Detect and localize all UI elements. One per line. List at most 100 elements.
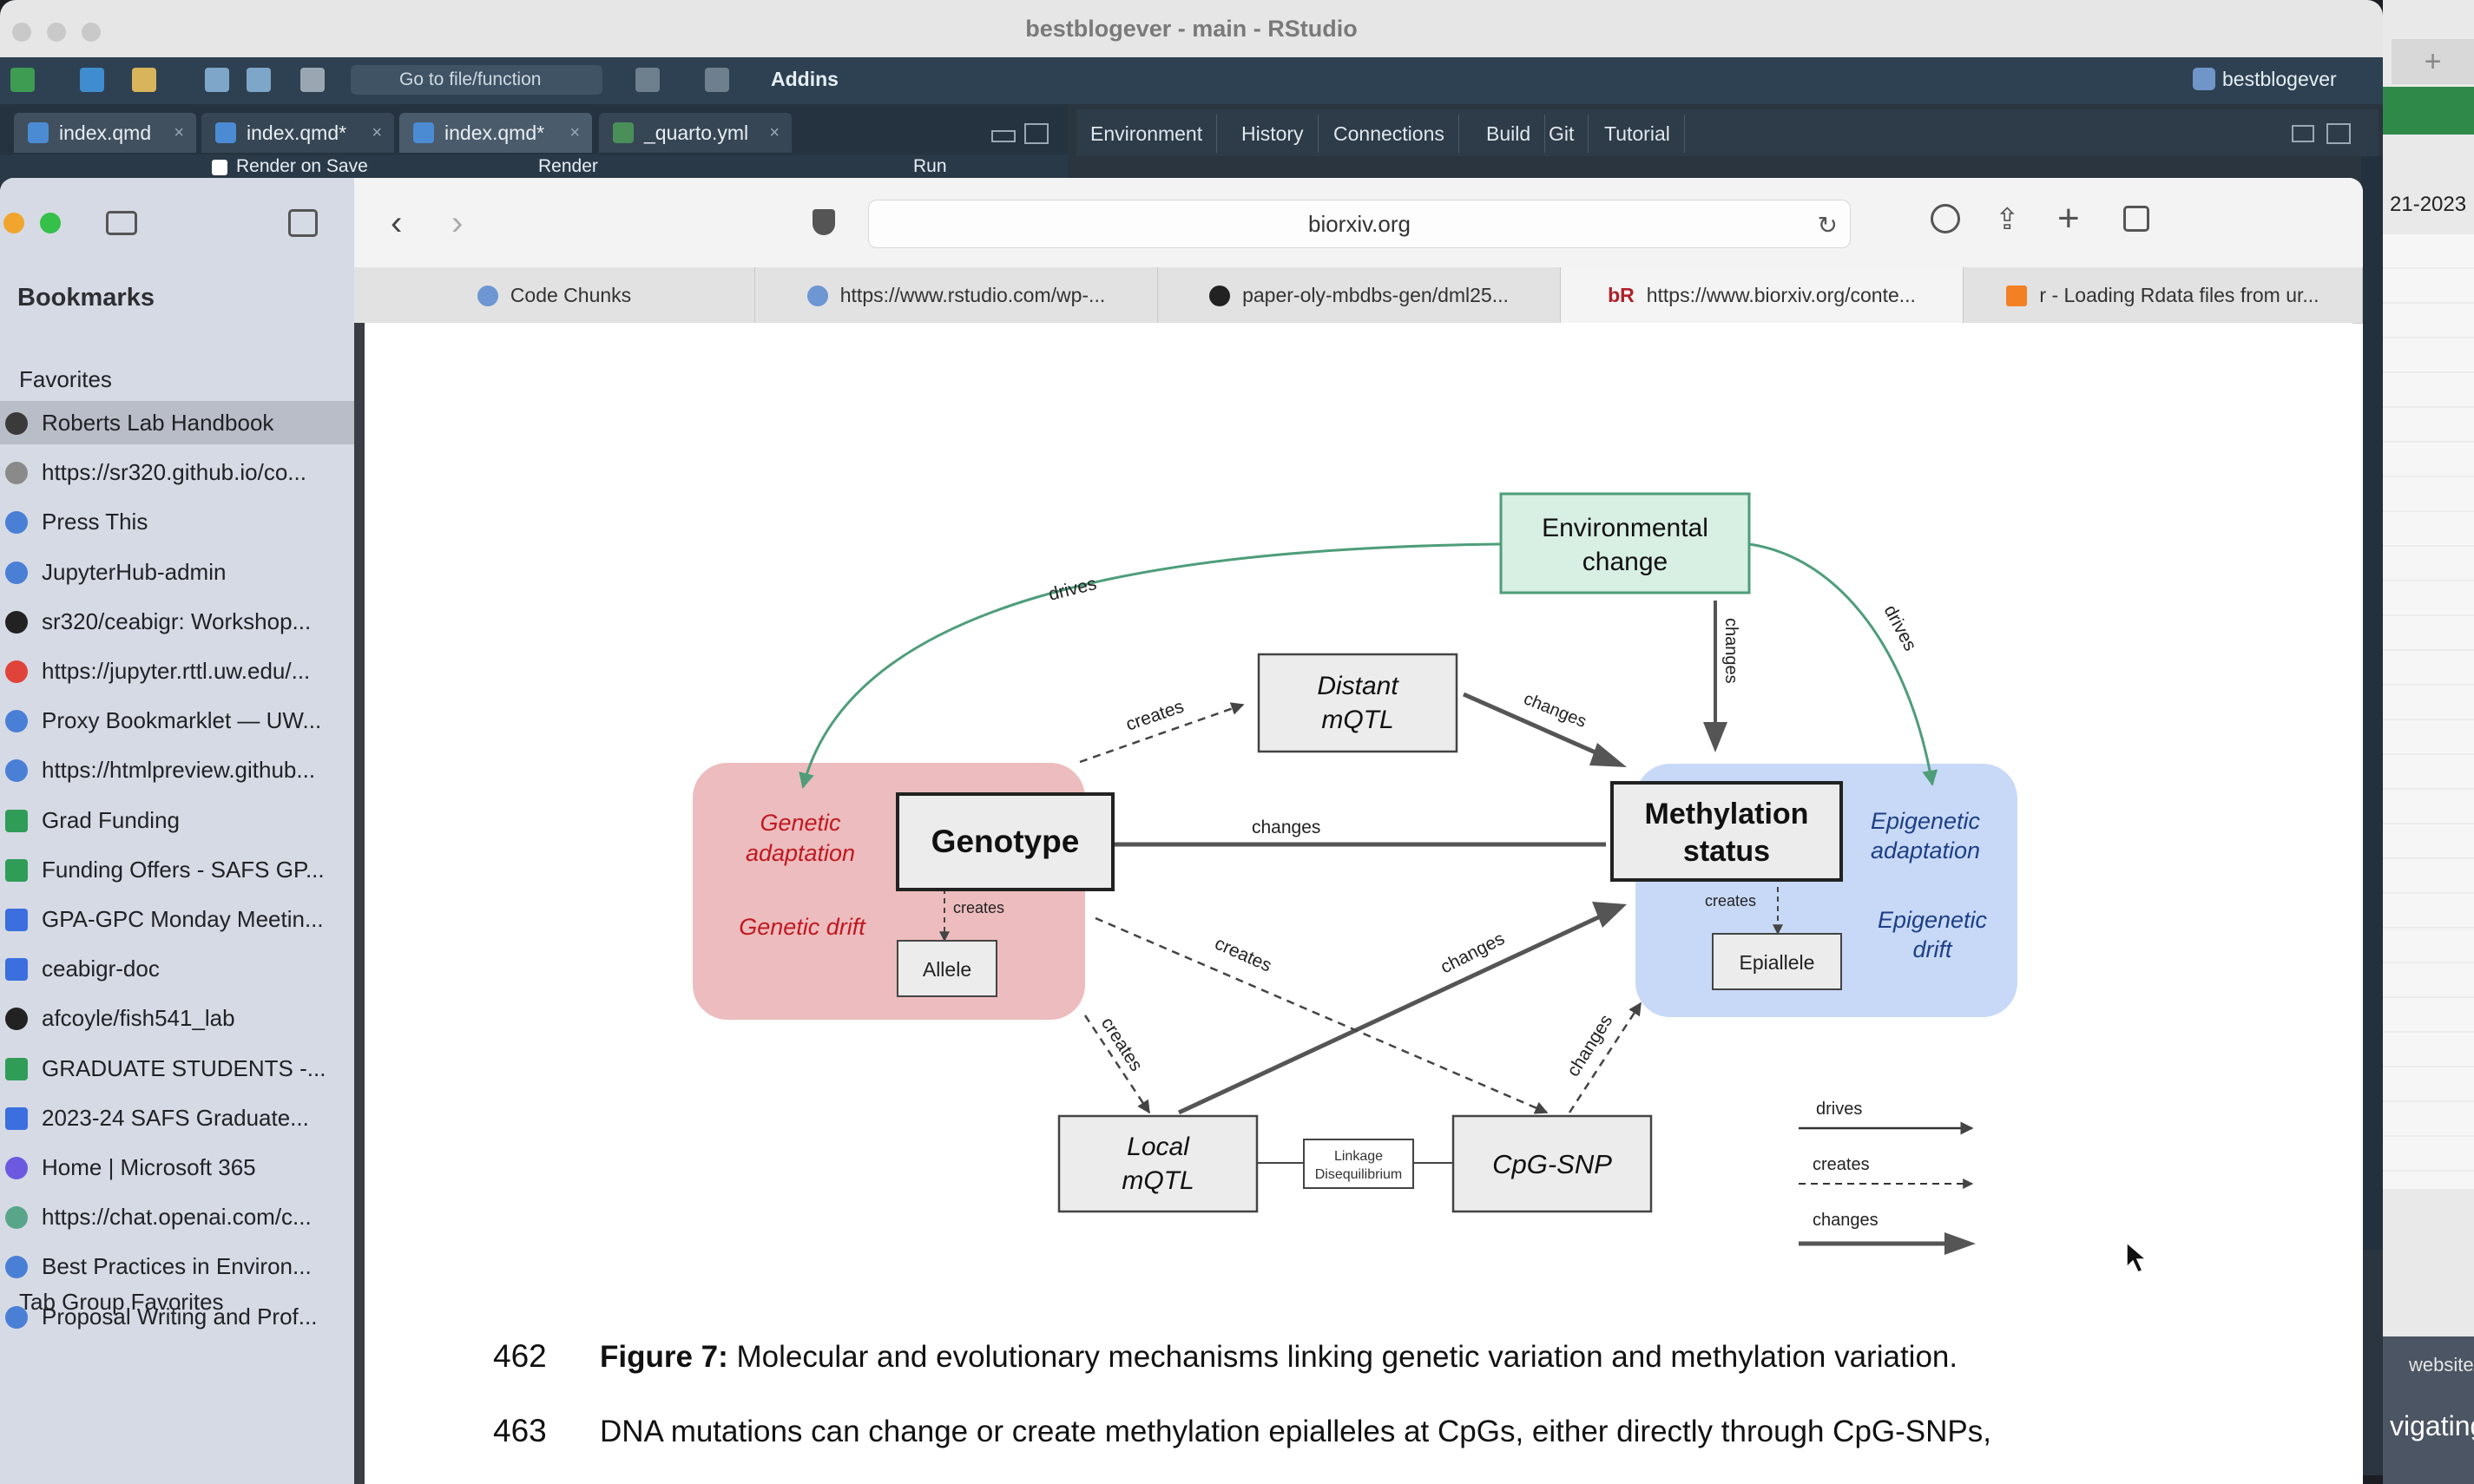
- bookmark-item[interactable]: https://jupyter.rttl.uw.edu/...: [0, 649, 354, 693]
- tab-rstudio[interactable]: https://www.rstudio.com/wp-...: [755, 267, 1158, 323]
- close-tab-icon[interactable]: ×: [569, 123, 580, 142]
- bookmark-item[interactable]: GRADUATE STUDENTS -...: [0, 1047, 354, 1090]
- background-footer: website/ vigating: [2383, 1336, 2474, 1484]
- tab-git[interactable]: Git: [1535, 115, 1589, 153]
- tab-connections[interactable]: Connections: [1319, 115, 1459, 153]
- tab-tutorial[interactable]: Tutorial: [1590, 115, 1685, 153]
- editor-tab-3[interactable]: index.qmd*×: [399, 113, 592, 153]
- body-text-line: DNA mutations can change or create methy…: [600, 1415, 1991, 1448]
- bookmark-item[interactable]: https://chat.openai.com/c...: [0, 1195, 354, 1238]
- bookmark-item[interactable]: https://sr320.github.io/co...: [0, 450, 354, 494]
- favorites-folder[interactable]: Favorites: [0, 358, 354, 401]
- close-tab-icon[interactable]: ×: [769, 123, 780, 142]
- zoom-button[interactable]: [40, 213, 61, 233]
- maximize-pane-icon[interactable]: [1024, 123, 1049, 144]
- page-content: drives drives changes changes changes: [365, 323, 2352, 1484]
- bookmark-item[interactable]: ceabigr-doc: [0, 947, 354, 990]
- qmd-file-icon: [413, 122, 434, 143]
- minimize-pane-icon[interactable]: [991, 130, 1016, 142]
- bookmark-item[interactable]: GPA-GPC Monday Meetin...: [0, 897, 354, 941]
- reload-icon[interactable]: ↻: [1817, 212, 1838, 239]
- maximize-pane-icon[interactable]: [2326, 123, 2351, 144]
- restore-pane-icon[interactable]: [2292, 125, 2314, 142]
- bookmark-label: Roberts Lab Handbook: [42, 410, 274, 436]
- close-button[interactable]: [3, 213, 24, 233]
- close-button[interactable]: [12, 23, 31, 42]
- sidebar-toggle-icon[interactable]: [106, 211, 137, 235]
- render-on-save-checkbox[interactable]: [212, 160, 227, 175]
- share-icon[interactable]: ⇪: [1995, 203, 2020, 236]
- back-icon[interactable]: ‹: [391, 204, 403, 242]
- bookmark-item[interactable]: Proxy Bookmarklet — UW...: [0, 699, 354, 742]
- tab-group-favorites[interactable]: Tab Group Favorites: [0, 1280, 354, 1323]
- bookmark-label: GPA-GPC Monday Meetin...: [42, 906, 324, 932]
- tab-history[interactable]: History: [1227, 115, 1319, 153]
- tab-overview-icon[interactable]: [2123, 206, 2149, 232]
- address-bar[interactable]: biorxiv.org ↻: [868, 200, 1851, 248]
- tab-build[interactable]: Build: [1472, 115, 1546, 153]
- node-env-line2: change: [1582, 548, 1668, 576]
- bookmark-item[interactable]: afcoyle/fish541_lab: [0, 996, 354, 1040]
- new-file-icon[interactable]: [10, 68, 35, 92]
- downloads-icon[interactable]: [1931, 204, 1960, 233]
- editor-tab-4[interactable]: _quarto.yml×: [599, 113, 792, 153]
- bookmark-item[interactable]: sr320/ceabigr: Workshop...: [0, 600, 354, 643]
- node-genotype: [896, 792, 1115, 891]
- privacy-shield-icon[interactable]: [813, 209, 835, 235]
- bookmarks-title: Bookmarks: [17, 284, 155, 312]
- node-genotype-label: Genotype: [931, 824, 1080, 859]
- open-folder-icon[interactable]: [132, 68, 156, 92]
- project-menu[interactable]: bestblogever: [2222, 68, 2337, 90]
- save-all-icon[interactable]: [247, 68, 271, 92]
- new-tab-group-icon[interactable]: [288, 209, 318, 237]
- bookmark-item[interactable]: Funding Offers - SAFS GP...: [0, 848, 354, 891]
- background-tab-add[interactable]: +: [2392, 39, 2474, 84]
- bookmark-item[interactable]: Grad Funding: [0, 798, 354, 842]
- tab-environment[interactable]: Environment: [1076, 115, 1218, 153]
- github-favicon-icon: [1209, 286, 1231, 306]
- node-epiallele-label: Epiallele: [1740, 951, 1815, 974]
- addins-menu[interactable]: Addins: [771, 68, 839, 90]
- bookmark-item[interactable]: Best Practices in Environ...: [0, 1244, 354, 1288]
- github-icon: [5, 610, 28, 634]
- edge-label-changes: changes: [1438, 929, 1508, 978]
- forward-icon[interactable]: ›: [451, 204, 464, 242]
- zoom-button[interactable]: [82, 23, 101, 42]
- close-tab-icon[interactable]: ×: [174, 123, 184, 142]
- bookmark-item[interactable]: Home | Microsoft 365: [0, 1146, 354, 1189]
- print-icon[interactable]: [300, 68, 325, 92]
- tab-github[interactable]: paper-oly-mbdbs-gen/dml25...: [1158, 267, 1561, 323]
- new-project-icon[interactable]: [80, 68, 104, 92]
- editor-tab-2[interactable]: index.qmd*×: [201, 113, 394, 153]
- bookmark-item[interactable]: 2023-24 SAFS Graduate...: [0, 1096, 354, 1139]
- project-icon: [2193, 68, 2215, 90]
- bookmark-item[interactable]: Proposal Writing and Prof...: [0, 1295, 354, 1338]
- bookmark-item[interactable]: Roberts Lab Handbook: [0, 401, 354, 444]
- bookmark-item[interactable]: https://htmlpreview.github...: [0, 748, 354, 791]
- minimize-button[interactable]: [47, 23, 66, 42]
- render-button[interactable]: Render: [538, 156, 598, 176]
- genetic-adaptation-line1: Genetic: [760, 810, 841, 836]
- tab-stackoverflow[interactable]: r - Loading Rdata files from ur...: [1964, 267, 2363, 323]
- grid-icon[interactable]: [705, 68, 729, 92]
- close-tab-icon[interactable]: ×: [372, 123, 382, 142]
- link-icon: [5, 462, 28, 485]
- bookmark-item[interactable]: JupyterHub-admin: [0, 550, 354, 594]
- editor-tab-1[interactable]: index.qmd×: [14, 113, 196, 153]
- environment-tab-bar: Environment History Connections Build Gi…: [1076, 109, 2379, 156]
- bookmark-label: sr320/ceabigr: Workshop...: [42, 607, 312, 634]
- bookmark-label: JupyterHub-admin: [42, 558, 227, 585]
- node-linkage-disequilibrium: [1303, 1139, 1414, 1189]
- bookmark-item[interactable]: Press This: [0, 500, 354, 543]
- git-icon[interactable]: [635, 68, 660, 92]
- rstudio-titlebar: bestblogever - main - RStudio: [0, 0, 2383, 58]
- url-text: biorxiv.org: [1307, 211, 1411, 237]
- node-local-line2: mQTL: [1122, 1166, 1194, 1195]
- goto-file-input[interactable]: Go to file/function: [351, 65, 602, 95]
- new-tab-icon[interactable]: +: [2057, 197, 2080, 240]
- tab-code-chunks[interactable]: Code Chunks: [354, 267, 755, 323]
- creates-arrow-genotype-cpg: [1095, 916, 1549, 1114]
- run-button[interactable]: Run: [913, 156, 947, 176]
- save-icon[interactable]: [205, 68, 229, 92]
